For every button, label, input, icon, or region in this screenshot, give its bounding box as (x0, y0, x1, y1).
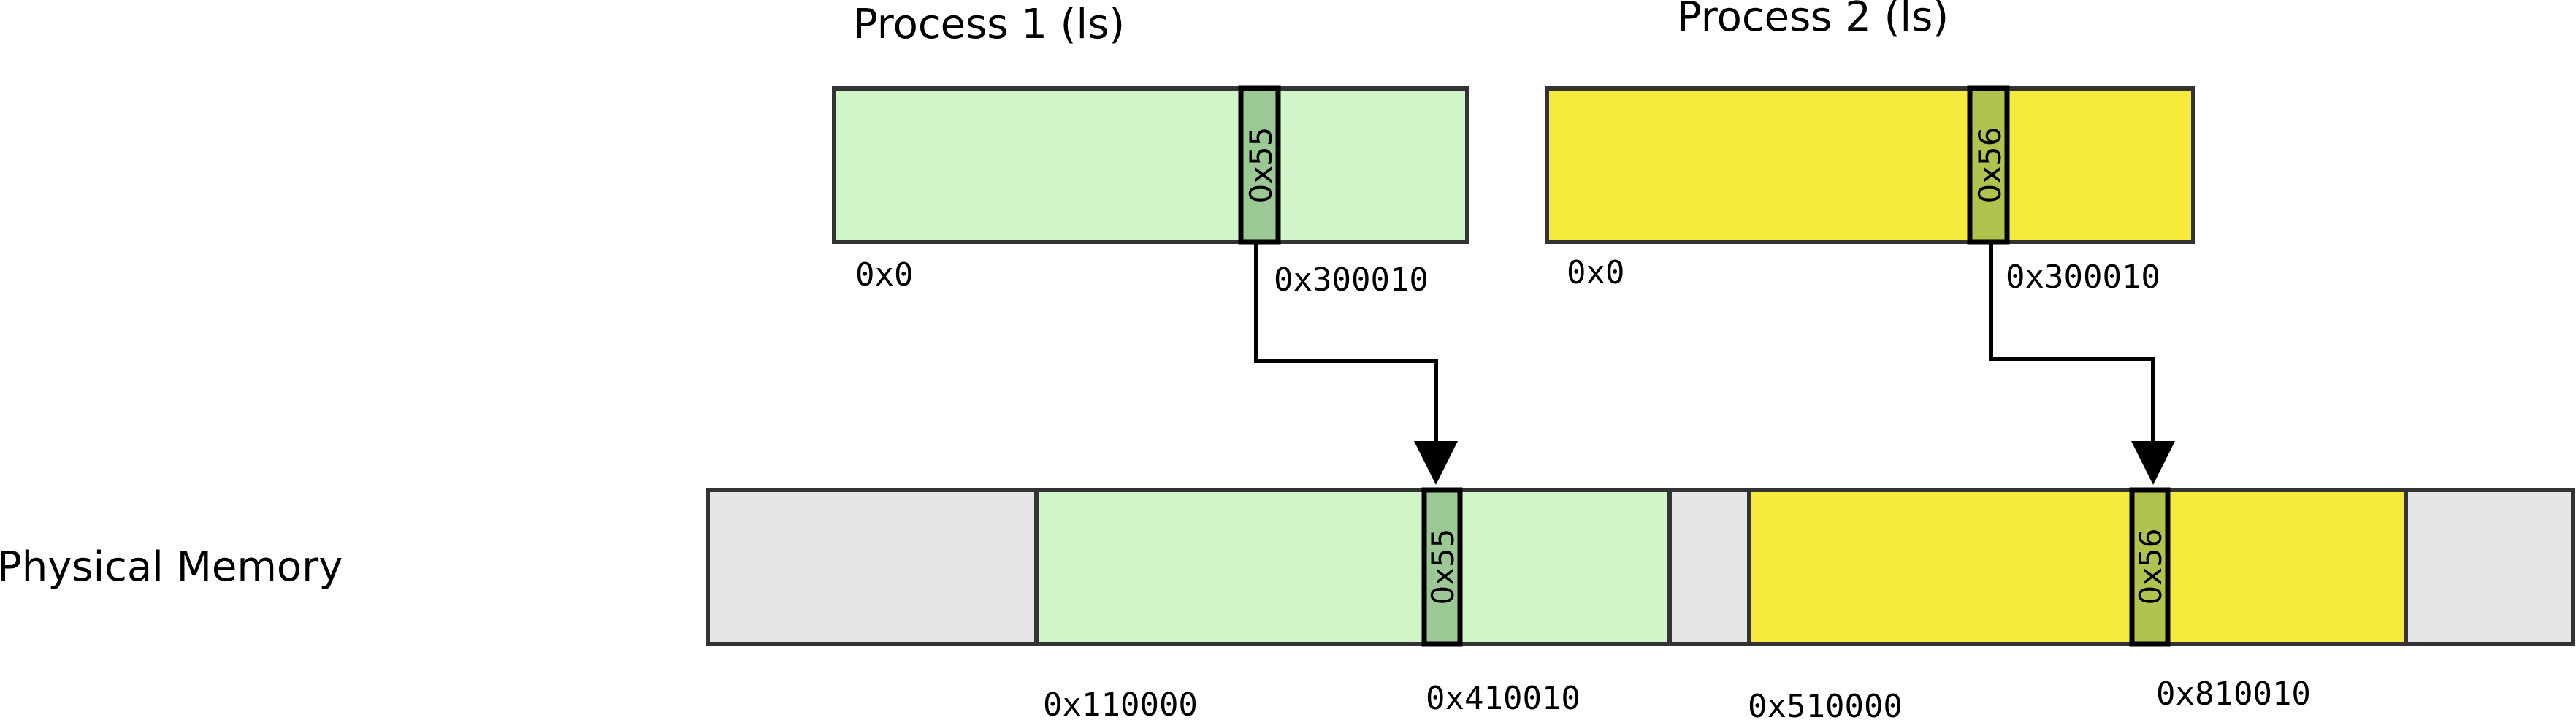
physical-segment-2 (1747, 488, 2408, 646)
physical-memory-title: Physical Memory (0, 543, 343, 591)
process1-cell-address: 0x300010 (1274, 261, 1429, 299)
process2-mapping-arrow (1989, 244, 2175, 485)
process1-mapping-arrow (1254, 244, 1458, 485)
physical-segment-1 (1034, 488, 1672, 646)
process1-cell (1238, 85, 1281, 245)
physical-segment-1-cell-address: 0x410010 (1426, 680, 1581, 717)
physical-segment-2-cell-address: 0x810010 (2156, 675, 2311, 713)
physical-segment-1-cell-value: 0x55 (1425, 528, 1461, 605)
physical-segment-1-start-address: 0x110000 (1043, 686, 1198, 720)
process2-block (1545, 86, 2195, 244)
physical-segment-1-cell (1421, 487, 1463, 647)
process1-address-space: 0x55 0x0 0x300010 (832, 85, 1469, 299)
physical-segment-2-cell-value: 0x56 (2133, 528, 2168, 605)
process1-cell-value: 0x55 (1243, 126, 1279, 203)
physical-segment-2-start-address: 0x510000 (1748, 688, 1903, 720)
process2-start-address: 0x0 (1567, 254, 1624, 291)
physical-memory: 0x55 0x56 0x110000 0x410010 0x510000 0x8… (706, 487, 2575, 720)
process2-cell-value: 0x56 (1972, 126, 2008, 203)
physical-segment-2-cell (2129, 487, 2171, 647)
process1-start-address: 0x0 (855, 256, 913, 294)
process2-title: Process 2 (ls) (1677, 0, 1949, 41)
process2-cell (1967, 85, 2010, 245)
process1-title: Process 1 (ls) (853, 1, 1125, 48)
process1-block (832, 86, 1469, 244)
process2-cell-address: 0x300010 (2006, 258, 2160, 296)
process2-address-space: 0x56 0x0 0x300010 (1545, 85, 2195, 296)
